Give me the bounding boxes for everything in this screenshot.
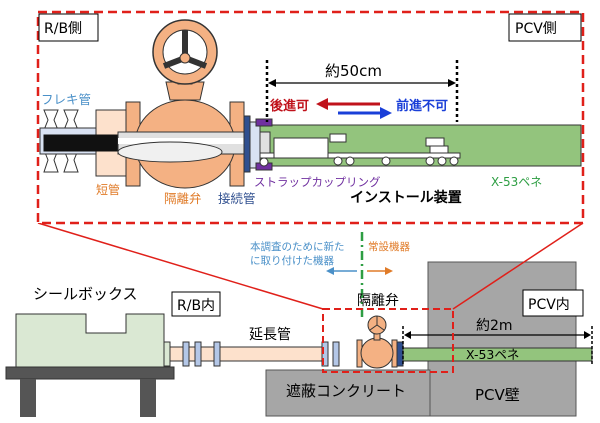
strap-coupling-top <box>255 118 273 127</box>
connecting-pipe <box>249 121 261 169</box>
strap-coupling-label: ストラップカップリング <box>254 175 381 189</box>
connecting-pipe-flange <box>243 115 251 173</box>
install-device-tip <box>425 137 445 147</box>
pcv-inside-label: PCV内 <box>528 297 570 313</box>
rb-inside-label: R/B内 <box>177 298 215 314</box>
valve-body <box>360 337 394 369</box>
valve-handwheel-spokes <box>369 316 385 331</box>
install-sleeve <box>117 141 223 163</box>
forward-ng-label: 前進不可 <box>396 98 448 114</box>
zoom-line-left <box>37 222 324 310</box>
install-pipe-dark <box>43 134 125 152</box>
distance-arrowhead-left <box>404 331 411 339</box>
install-device-wheel <box>425 156 435 166</box>
install-device-wheel <box>345 156 355 166</box>
install-device-wheel <box>333 156 343 166</box>
rb-inside-box <box>171 291 221 317</box>
extension-pipe-label: 延長管 <box>249 327 291 343</box>
install-device-body <box>273 137 329 159</box>
zoom-region-frame <box>322 308 454 373</box>
new-equipment-note-2: に取り付けた機器 <box>250 254 334 267</box>
overview-valve-label: 隔離弁 <box>357 292 399 309</box>
rb-side-box <box>38 13 99 42</box>
extension-pipe <box>169 346 329 362</box>
install-device-wheel <box>449 156 459 166</box>
detail-valve-handwheel-hub <box>179 52 191 64</box>
install-device-wheel <box>259 157 269 167</box>
connecting-pipe-label: 接続管 <box>218 191 256 206</box>
pipe-connector <box>194 341 202 367</box>
pcv-side-box <box>508 13 582 42</box>
install-device-block <box>329 133 347 143</box>
dimension-arrowhead-left <box>268 79 276 87</box>
backward-arrowhead <box>316 98 328 110</box>
seal-box-outlet-flange <box>163 341 171 367</box>
rb-side-label: R/B側 <box>44 21 82 37</box>
pipe-connector <box>332 341 340 367</box>
seal-box <box>15 313 165 368</box>
install-device-wheel <box>437 156 447 166</box>
short-pipe-label: 短管 <box>96 182 120 197</box>
new-equipment-arrowhead <box>326 267 334 275</box>
pipe-connector <box>182 341 190 367</box>
zoom-line-right <box>452 222 584 310</box>
flexible-pipe-label: フレキ管 <box>41 92 91 107</box>
overview-penetration-label: X-53ペネ <box>466 347 519 362</box>
seal-box-stand-leg-right <box>140 379 156 417</box>
shield-concrete-label: 遮蔽コンクリート <box>286 382 406 400</box>
backward-ok-label: 後進可 <box>270 98 309 114</box>
new-equipment-note-1: 本調査のために新た <box>250 240 345 253</box>
permanent-equipment-arrowhead <box>385 267 393 275</box>
detail-valve-bonnet <box>165 81 205 101</box>
pcv-side-label: PCV側 <box>515 21 557 37</box>
detail-penetration-label: X-53ペネ <box>491 175 542 189</box>
pcv-inside-box <box>522 289 584 317</box>
distance-arrowhead-right <box>584 331 591 339</box>
valve-connector <box>396 341 404 367</box>
install-device-rail <box>259 152 461 159</box>
distance-label: 約2m <box>476 318 513 334</box>
install-pipe-highlight <box>118 138 248 144</box>
dimension-arrowhead-right <box>448 79 456 87</box>
seal-box-label: シールボックス <box>33 285 138 303</box>
forward-arrowhead <box>380 107 392 119</box>
seal-box-stand-top <box>5 366 175 380</box>
detail-valve-label: 隔離弁 <box>164 191 202 206</box>
pcv-wall-label: PCV壁 <box>475 386 520 404</box>
seal-box-stand-leg-left <box>20 379 36 417</box>
install-device-label: インストール装置 <box>350 189 462 206</box>
dimension-label: 約50cm <box>325 62 382 80</box>
pipe-connector <box>213 341 221 367</box>
shield-concrete <box>265 369 431 417</box>
install-device-tip-2 <box>429 145 449 154</box>
install-device-wheel <box>381 156 391 166</box>
permanent-equipment-label: 常設機器 <box>368 240 410 253</box>
